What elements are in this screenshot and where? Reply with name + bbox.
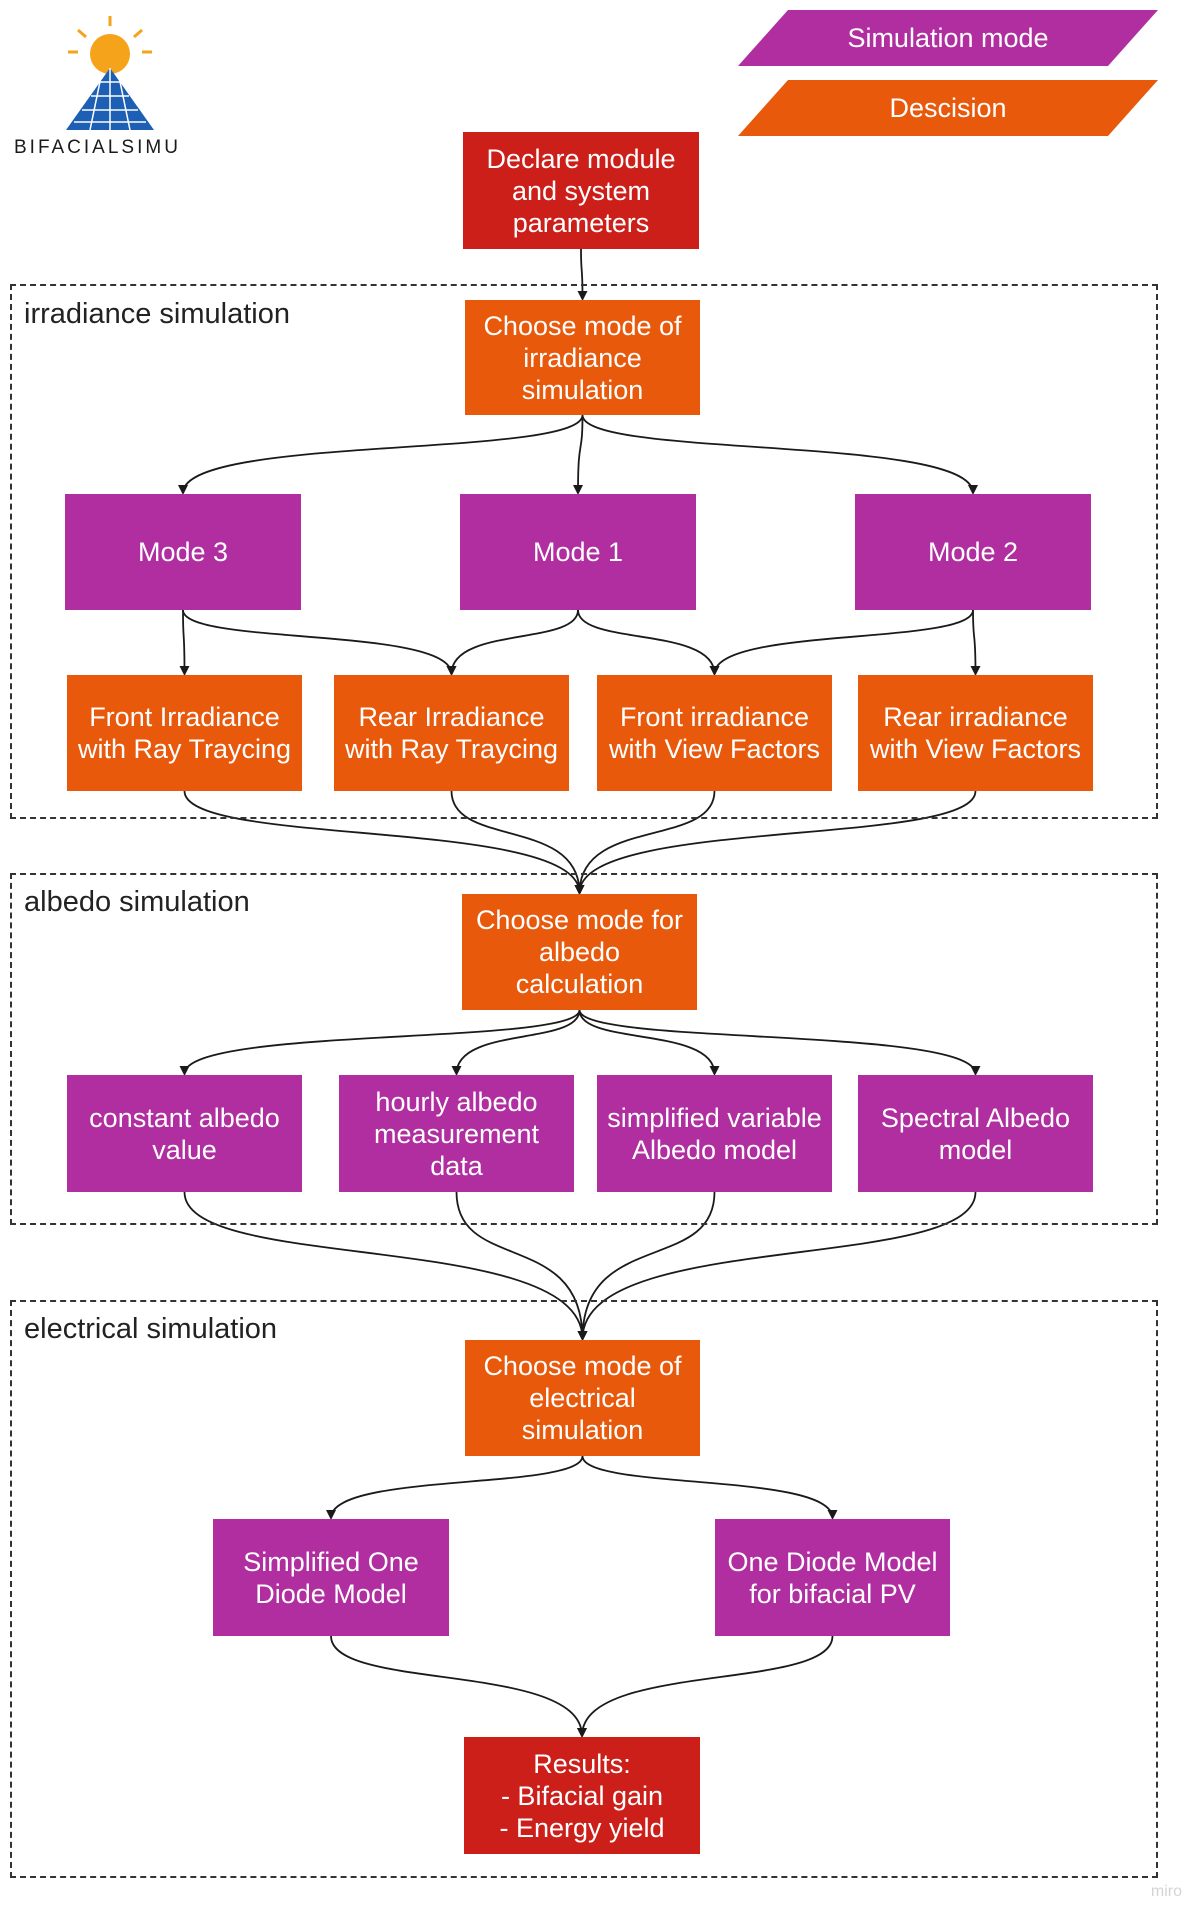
edge-electrical-decision-to-simplified-one-diode <box>326 1455 584 1520</box>
edge-mode-3-to-rear-irradiance-ray-tracing <box>182 609 457 676</box>
node-spectral-albedo: Spectral Albedo model <box>858 1075 1093 1192</box>
edge-irradiance-decision-to-mode-3 <box>178 414 584 495</box>
node-simplified-one-diode: Simplified One Diode Model <box>213 1519 449 1636</box>
group-label-albedo: albedo simulation <box>24 886 250 918</box>
group-irradiance-simulation <box>10 284 1158 819</box>
node-albedo-decision: Choose mode for albedo calculation <box>462 894 697 1010</box>
sun-over-solar-panel-icon <box>66 16 154 131</box>
edge-albedo-decision-to-spectral-albedo <box>578 1009 981 1076</box>
edge-mode-1-to-front-irradiance-view-factors <box>577 609 720 676</box>
edge-albedo-decision-to-simplified-variable-albedo <box>578 1009 720 1076</box>
edge-simplified-variable-albedo-to-electrical-decision <box>577 1191 716 1341</box>
group-label-irradiance: irradiance simulation <box>24 298 290 330</box>
edge-rear-irradiance-view-factors-to-albedo-decision <box>574 790 977 895</box>
node-mode-2: Mode 2 <box>855 494 1091 610</box>
logo-wordmark: BIFACIALSIMU <box>14 137 181 158</box>
node-constant-albedo: constant albedo value <box>67 1075 302 1192</box>
node-declare-parameters: Declare module and system parameters <box>463 132 699 249</box>
legend-decision: Descision <box>889 92 1007 123</box>
edge-albedo-decision-to-constant-albedo <box>179 1009 581 1076</box>
node-mode-3: Mode 3 <box>65 494 301 610</box>
edge-declare-parameters-to-irradiance-decision <box>577 248 588 301</box>
node-results: Results: - Bifacial gain - Energy yield <box>464 1737 700 1854</box>
legend-simulation-mode-shape <box>738 10 1158 66</box>
node-front-irradiance-ray-tracing: Front Irradiance with Ray Traycing <box>67 675 302 791</box>
edge-mode-2-to-front-irradiance-view-factors <box>709 609 974 676</box>
edge-rear-irradiance-ray-tracing-to-albedo-decision <box>450 790 585 895</box>
edge-irradiance-decision-to-mode-1 <box>573 414 584 495</box>
edge-front-irradiance-ray-tracing-to-albedo-decision <box>183 790 585 895</box>
edge-hourly-albedo-to-electrical-decision <box>455 1191 588 1341</box>
watermark: miro <box>1150 1883 1182 1900</box>
edge-mode-1-to-rear-irradiance-ray-tracing <box>446 609 579 676</box>
node-rear-irradiance-ray-tracing: Rear Irradiance with Ray Traycing <box>334 675 569 791</box>
legend-decision-shape <box>738 80 1158 136</box>
node-electrical-decision: Choose mode of electrical simulation <box>465 1340 700 1456</box>
node-mode-1: Mode 1 <box>460 494 696 610</box>
group-label-electrical: electrical simulation <box>24 1313 278 1345</box>
node-simplified-variable-albedo: simplified variable Albedo model <box>597 1075 832 1192</box>
node-front-irradiance-view-factors: Front irradiance with View Factors <box>597 675 832 791</box>
edge-mode-3-to-front-irradiance-ray-tracing <box>179 609 190 676</box>
edge-front-irradiance-view-factors-to-albedo-decision <box>574 790 716 895</box>
node-one-diode-bifacial: One Diode Model for bifacial PV <box>715 1519 950 1636</box>
edge-simplified-one-diode-to-results <box>330 1635 587 1738</box>
edge-albedo-decision-to-hourly-albedo <box>451 1009 581 1076</box>
edge-one-diode-bifacial-to-results <box>577 1635 834 1738</box>
group-electrical-simulation <box>10 1300 1158 1878</box>
group-albedo-simulation <box>10 873 1158 1225</box>
node-hourly-albedo: hourly albedo measurement data <box>339 1075 574 1192</box>
legend-simulation-mode: Simulation mode <box>847 22 1049 53</box>
edge-electrical-decision-to-one-diode-bifacial <box>581 1455 838 1520</box>
node-rear-irradiance-view-factors: Rear irradiance with View Factors <box>858 675 1093 791</box>
edge-mode-2-to-rear-irradiance-view-factors <box>970 609 981 676</box>
edge-irradiance-decision-to-mode-2 <box>581 414 978 495</box>
node-irradiance-decision: Choose mode of irradiance simulation <box>465 300 700 415</box>
